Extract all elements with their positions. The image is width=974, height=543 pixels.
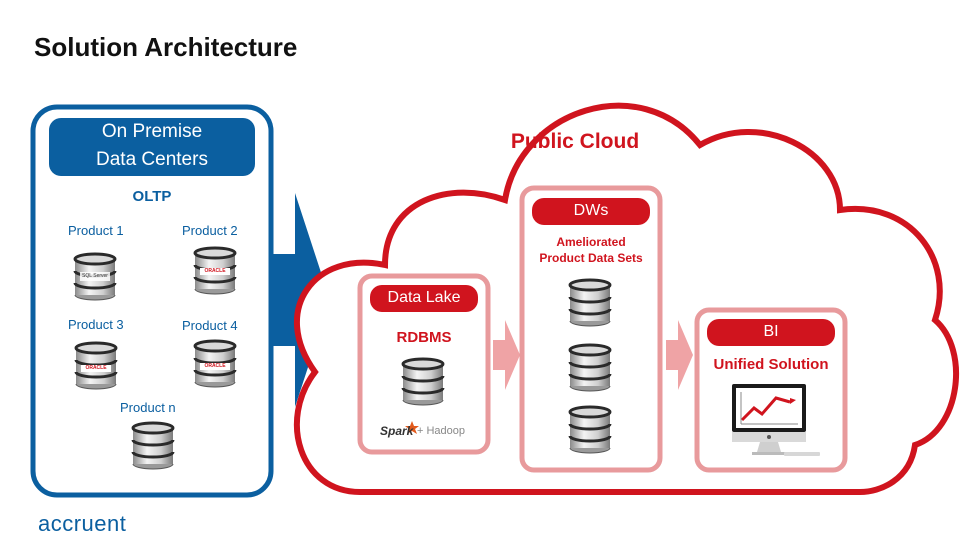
spark-star-icon	[405, 421, 419, 434]
on-premise-header-box	[49, 118, 255, 176]
database-icon	[568, 405, 612, 455]
on-premise-header-line1: On Premise	[101, 121, 203, 142]
db-brand-label: SQL Server	[82, 273, 108, 279]
oracle-logo-icon	[200, 363, 230, 370]
product-label: Product n	[120, 400, 176, 415]
on-premise-header-line2: Data Centers	[96, 149, 208, 170]
db-brand-label: ORACLE	[204, 363, 226, 369]
dws-header: DWs	[573, 202, 609, 219]
data-lake-header: Data Lake	[387, 289, 461, 306]
page-title: Solution Architecture	[34, 32, 298, 62]
unified-solution-label: Unified Solution	[713, 356, 829, 373]
database-icon	[401, 357, 445, 407]
accruent-logo: accruent	[38, 511, 127, 536]
database-icon	[568, 278, 612, 328]
pink-arrow-icon	[666, 320, 693, 390]
pink-arrow-icon	[493, 320, 520, 390]
monitor-chart-icon	[732, 384, 820, 456]
dws-subtitle-line2: Product Data Sets	[539, 251, 643, 265]
product-label: Product 4	[182, 318, 238, 333]
oracle-logo-icon	[81, 365, 111, 372]
product-label: Product 2	[182, 223, 238, 238]
db-brand-label: ORACLE	[85, 365, 107, 371]
database-icon	[131, 421, 175, 471]
rdbms-label: RDBMS	[396, 329, 452, 346]
dws-subtitle-line1: Ameliorated	[556, 235, 626, 249]
data-lake-header-box	[370, 285, 478, 312]
spark-label: Spark	[380, 424, 414, 438]
product-label: Product 1	[68, 223, 124, 238]
public-cloud-title: Public Cloud	[510, 130, 640, 153]
dws-header-box	[532, 198, 650, 225]
bi-header: BI	[763, 323, 779, 340]
bi-header-box	[707, 319, 835, 346]
db-brand-label: ORACLE	[204, 268, 226, 274]
product-label: Product 3	[68, 317, 124, 332]
sql-server-logo-icon	[80, 272, 110, 281]
hadoop-label: + Hadoop	[417, 425, 466, 437]
database-icon	[568, 343, 612, 393]
oracle-logo-icon	[200, 268, 230, 275]
oltp-label: OLTP	[132, 188, 172, 205]
dws-panel	[519, 185, 663, 473]
